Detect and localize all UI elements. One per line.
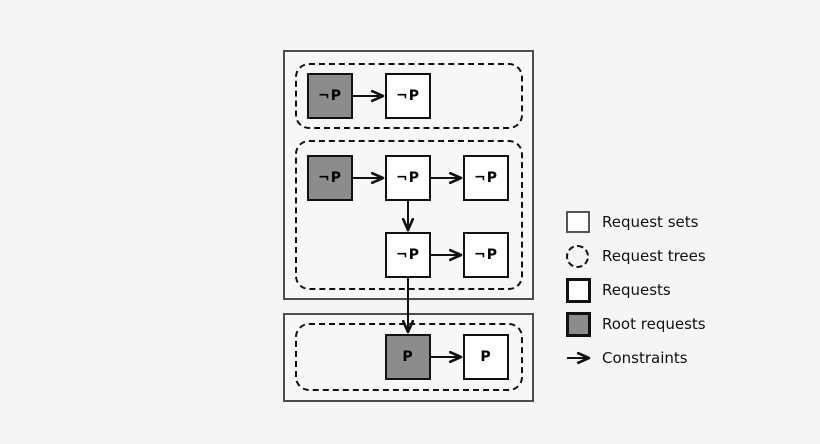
root-request-node: P <box>385 334 431 380</box>
request-node: ¬P <box>463 232 509 278</box>
legend-item-request-trees: Request trees <box>566 239 706 273</box>
request-node: ¬P <box>385 232 431 278</box>
request-tree-1 <box>295 63 523 129</box>
root-request-icon <box>566 311 591 337</box>
legend-item-requests: Requests <box>566 273 706 307</box>
request-tree-2 <box>295 140 523 290</box>
request-tree-icon <box>566 244 589 268</box>
request-set-icon <box>566 211 590 233</box>
legend-label: Request trees <box>602 247 706 265</box>
request-node: ¬P <box>385 73 431 119</box>
legend-label: Request sets <box>602 213 699 231</box>
legend-label: Constraints <box>602 349 688 367</box>
legend-item-root-requests: Root requests <box>566 307 706 341</box>
request-node: ¬P <box>385 155 431 201</box>
legend-label: Requests <box>602 281 671 299</box>
legend-item-constraints: Constraints <box>566 341 706 375</box>
legend-item-request-sets: Request sets <box>566 205 706 239</box>
legend-label: Root requests <box>602 315 706 333</box>
root-request-node: ¬P <box>307 73 353 119</box>
root-request-node: ¬P <box>307 155 353 201</box>
request-icon <box>566 277 591 303</box>
request-node: ¬P <box>463 155 509 201</box>
legend: Request sets Request trees Requests Root… <box>566 205 706 375</box>
request-node: P <box>463 334 509 380</box>
constraint-arrow-icon <box>567 351 593 365</box>
